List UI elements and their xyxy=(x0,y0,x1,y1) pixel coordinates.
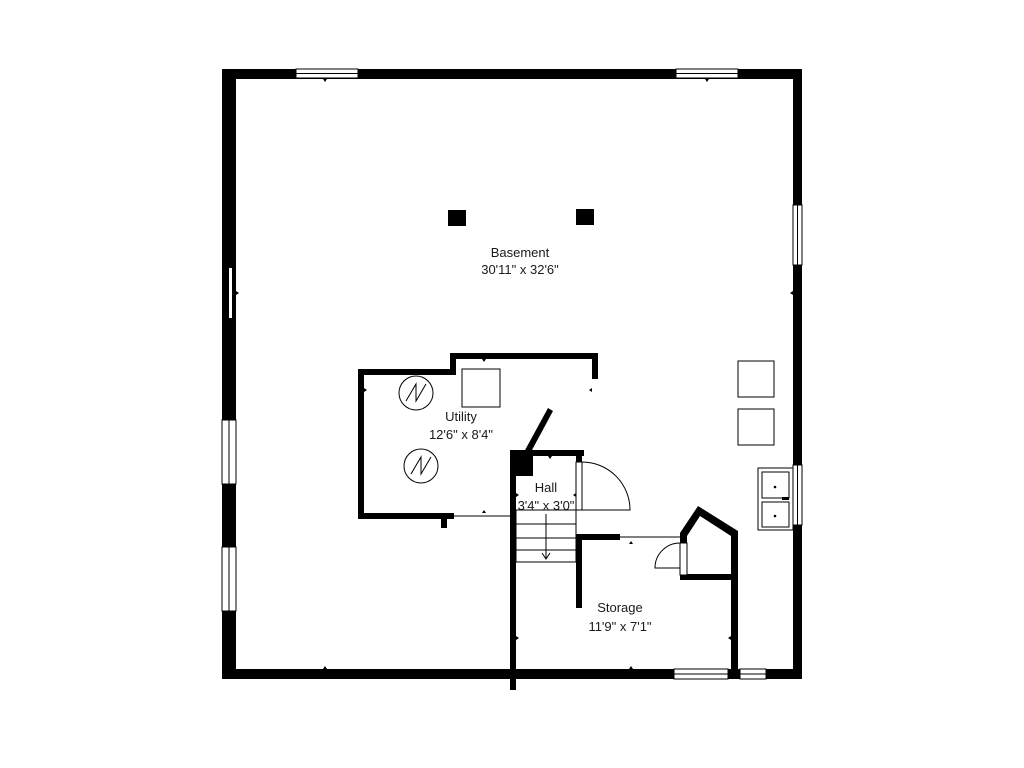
furnace-icon xyxy=(403,448,439,484)
room-label-basement: Basement 30'11" x 32'6" xyxy=(481,245,559,277)
appliance-lower xyxy=(737,408,775,446)
water-heater-icon xyxy=(398,375,434,411)
storage-name: Storage xyxy=(597,600,643,615)
support-column-right xyxy=(576,209,594,225)
stair-arrow-icon xyxy=(541,514,551,560)
appliance-icon xyxy=(737,360,775,398)
hall-walls xyxy=(510,450,680,690)
storage-dimensions: 11'9" x 7'1" xyxy=(588,619,651,634)
basement-dimensions: 30'11" x 32'6" xyxy=(481,262,559,277)
room-label-hall: Hall 3'4" x 3'0" xyxy=(518,480,575,513)
sink-icon xyxy=(757,467,794,531)
support-column-left xyxy=(448,210,466,226)
hall-dimensions: 3'4" x 3'0" xyxy=(518,498,575,513)
hall-name: Hall xyxy=(535,480,558,495)
door-swing-icon xyxy=(575,461,631,511)
closet-door-swing xyxy=(654,542,681,569)
basement-name: Basement xyxy=(491,245,550,260)
utility-appliance xyxy=(461,368,501,408)
room-label-storage: Storage 11'9" x 7'1" xyxy=(588,600,651,634)
room-label-utility: Utility 12'6" x 8'4" xyxy=(429,409,493,442)
hall-column xyxy=(513,456,533,476)
stairs xyxy=(515,509,577,563)
utility-name: Utility xyxy=(445,409,477,424)
wall-markers xyxy=(236,79,793,669)
utility-dimensions: 12'6" x 8'4" xyxy=(429,427,493,442)
storage-closet-walls xyxy=(654,506,738,679)
